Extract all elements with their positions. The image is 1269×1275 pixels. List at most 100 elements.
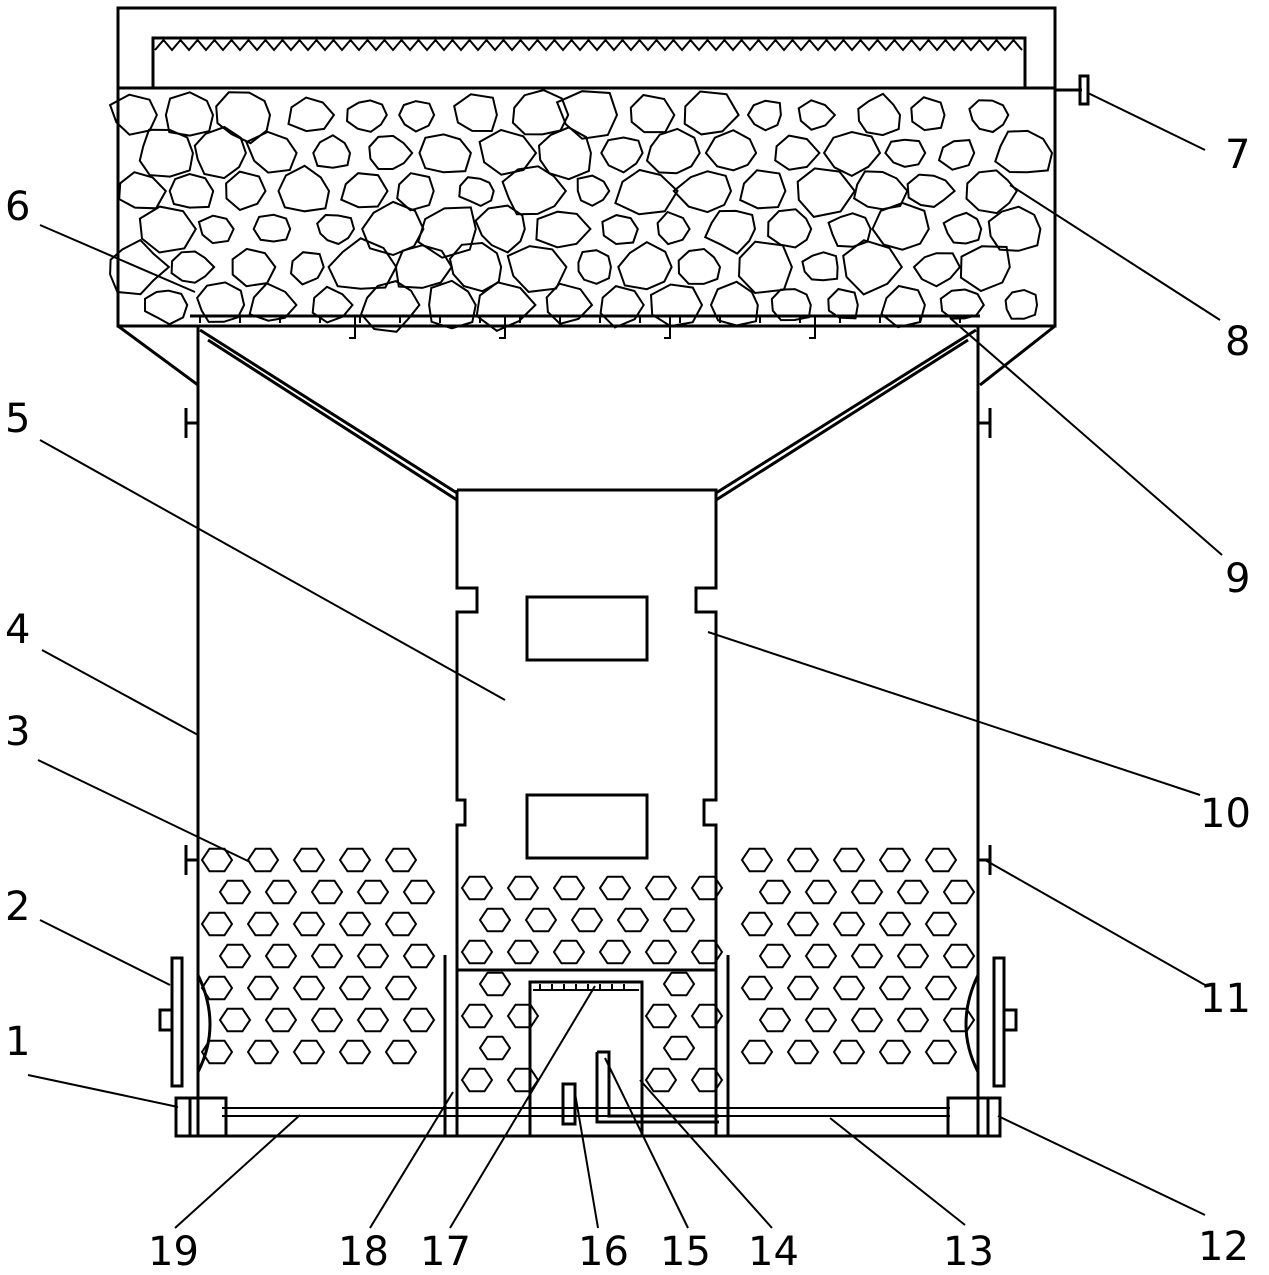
media-stone — [871, 201, 930, 251]
hex-media — [786, 1039, 820, 1065]
media-stone — [511, 89, 570, 136]
media-stone — [417, 206, 477, 259]
hex-media — [338, 975, 372, 1001]
media-stone — [1004, 288, 1039, 320]
label-7: 7 — [1225, 132, 1250, 178]
hex-media — [758, 943, 792, 969]
media-stone — [600, 136, 644, 174]
hex-media — [506, 939, 540, 965]
media-stone — [164, 91, 215, 137]
label-1: 1 — [5, 1019, 30, 1065]
hex-media — [786, 847, 820, 873]
hex-media — [662, 971, 696, 997]
hex-media — [292, 975, 326, 1001]
media-stone — [939, 288, 985, 320]
media-stone — [774, 134, 821, 171]
media-stone — [677, 247, 722, 285]
media-stone — [629, 93, 676, 134]
media-stone — [614, 168, 679, 216]
hex-media — [246, 975, 280, 1001]
side-hatches — [158, 956, 1018, 1088]
media-stone — [340, 172, 389, 209]
top-filter-tank — [108, 6, 1090, 387]
media-stone — [601, 214, 639, 246]
media-stone — [577, 249, 612, 285]
media-stone — [906, 173, 957, 208]
hex-media — [662, 907, 696, 933]
hex-media — [924, 975, 958, 1001]
hex-media — [218, 1007, 252, 1033]
media-stone — [994, 129, 1054, 174]
hex-media — [570, 907, 604, 933]
hex-media — [478, 907, 512, 933]
hex-media — [246, 847, 280, 873]
hex-media — [338, 1039, 372, 1065]
media-stone — [910, 96, 946, 132]
hex-media — [758, 879, 792, 905]
media-stone — [478, 128, 538, 176]
label-9: 9 — [1225, 556, 1250, 602]
media-stone — [109, 238, 171, 296]
label-11: 11 — [1200, 976, 1251, 1022]
hex-media — [402, 943, 436, 969]
hex-media — [310, 1007, 344, 1033]
hex-media — [460, 939, 494, 965]
media-stone — [197, 214, 235, 245]
hex-media — [264, 1007, 298, 1033]
media-stone — [576, 174, 611, 207]
pipe-15 — [595, 1050, 719, 1124]
label-8: 8 — [1225, 319, 1250, 365]
outlet-valve — [1055, 74, 1090, 106]
hex-media — [740, 911, 774, 937]
nozzle — [499, 316, 506, 339]
hex-media — [832, 1039, 866, 1065]
media-stone — [368, 134, 414, 170]
hex-media — [506, 1003, 540, 1029]
nozzle — [349, 316, 356, 339]
hex-media — [264, 879, 298, 905]
hex-media — [218, 879, 252, 905]
hex-media — [924, 847, 958, 873]
hex-media — [598, 939, 632, 965]
media-stone — [252, 213, 292, 243]
hex-media — [478, 1035, 512, 1061]
media-stone — [195, 281, 246, 323]
label-18: 18 — [338, 1229, 389, 1275]
hex-media — [292, 847, 326, 873]
hex-media — [264, 943, 298, 969]
media-stone — [884, 138, 927, 168]
label-5: 5 — [5, 396, 30, 442]
nozzle — [809, 316, 816, 339]
media-stone — [396, 172, 435, 212]
main-vessel — [184, 324, 992, 1136]
label-19: 19 — [148, 1229, 199, 1275]
media-stone — [739, 169, 787, 210]
hex-media — [384, 911, 418, 937]
media-stone — [398, 100, 436, 133]
label-14: 14 — [748, 1229, 799, 1275]
hex-media — [200, 911, 234, 937]
media-stone — [656, 210, 691, 246]
media-stone — [316, 213, 356, 246]
media-stone — [418, 133, 473, 174]
hex-media — [356, 1007, 390, 1033]
hex-media — [356, 879, 390, 905]
bottom-base — [174, 1096, 1002, 1138]
media-stone — [555, 90, 619, 140]
hex-media — [292, 1039, 326, 1065]
hex-media — [850, 879, 884, 905]
central-column — [443, 488, 730, 1138]
media-stone — [170, 250, 216, 284]
media-stone — [537, 126, 592, 181]
media-stone — [506, 245, 568, 293]
hex-media — [310, 879, 344, 905]
media-stone — [968, 99, 1010, 134]
media-stone — [501, 165, 568, 216]
hex-media — [896, 1007, 930, 1033]
hex-media — [804, 943, 838, 969]
hex-media — [850, 1007, 884, 1033]
hex-media — [662, 1035, 696, 1061]
upper-window — [525, 595, 649, 662]
hex-media — [644, 939, 678, 965]
media-stone — [683, 90, 740, 136]
